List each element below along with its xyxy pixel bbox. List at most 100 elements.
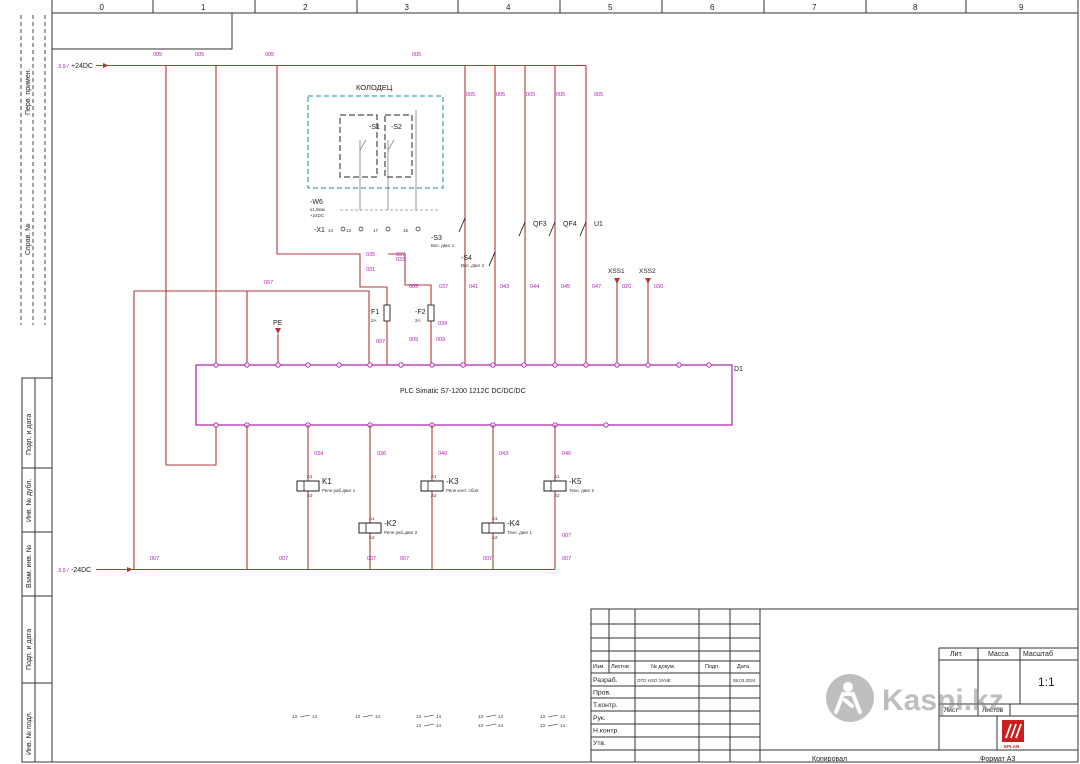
relay-coil (420, 480, 444, 492)
wire-number: 036 (377, 451, 386, 457)
mass-header: Масса (988, 651, 1009, 658)
margin-label-5: Подп. и дата (26, 629, 33, 670)
wire-number: 045 (561, 284, 570, 290)
wire-number: 007 (279, 556, 288, 562)
title-row-label: Н.контр. (593, 727, 619, 734)
switch-name: -S4 (461, 255, 472, 262)
scale-value: 1:1 (1038, 675, 1055, 689)
scale-header: Масштаб (1023, 650, 1053, 658)
plc-name: D1 (734, 366, 743, 373)
plc-block (195, 364, 733, 426)
wire-number: 007 (150, 556, 159, 562)
wire-number: 020 (622, 284, 631, 290)
sheets-label: Листов (982, 707, 1004, 714)
copied-label: Копировал (812, 756, 847, 763)
switch-desc: Вкл. двиг 1 (431, 243, 455, 248)
watermark-text: Kaspi.kz (882, 684, 1004, 717)
contact-ref: 13 (292, 714, 298, 719)
cable-spec2: +24DC (310, 213, 325, 218)
plc-pin-top (429, 362, 435, 368)
switch-contact (518, 221, 526, 237)
wire-number: 005 (195, 52, 204, 58)
column-number: 6 (710, 3, 715, 12)
plc-title: PLC Simatic S7-1200 1212C DC/DC/DC (400, 388, 526, 395)
column-number: 5 (608, 3, 613, 12)
coil-a1: A1 (554, 474, 560, 479)
contact-ref: 14 (436, 714, 442, 719)
plc-pin-top (676, 362, 682, 368)
wire-number: 005 (526, 92, 535, 98)
fuse-rating: 2A (371, 318, 377, 323)
wire-number: 005 (409, 284, 418, 290)
contact-ref: 14 (436, 723, 442, 728)
relay-desc: Реле раб.двиг 2 (384, 530, 418, 535)
coil-a2: A2 (492, 535, 498, 540)
column-number: 0 (100, 3, 105, 12)
fuse-symbol (383, 304, 391, 322)
column-number: 8 (913, 3, 918, 12)
eplan-logo-text: EPLAN (1004, 744, 1019, 749)
coil-a2: A2 (307, 493, 313, 498)
title-header-cell: Изм. (593, 664, 605, 670)
wire-number: 009 (409, 337, 418, 343)
column-number: 2 (303, 3, 308, 12)
wire-number: 007 (400, 556, 409, 562)
relay-name: -K4 (507, 519, 520, 528)
contact-ref: 13 (540, 723, 546, 728)
s1-label: -S1 (369, 124, 380, 131)
switch-contact (548, 221, 556, 237)
column-number: 3 (405, 3, 410, 12)
relay-name: -K5 (569, 477, 582, 486)
fuse-name: -F2 (415, 309, 426, 316)
relay-coil (481, 522, 505, 534)
wire-number: 033 (396, 257, 405, 263)
switch-contact (579, 221, 587, 237)
wire-number: 039 (438, 321, 447, 327)
terminal-pin-label: 13 (346, 228, 352, 233)
minus-ref: 3.9 / (58, 568, 69, 574)
switch-name: QF4 (563, 221, 577, 228)
coil-a2: A2 (554, 493, 560, 498)
terminal-pin-label: 16 (403, 228, 409, 233)
wire-number: 043 (499, 451, 508, 457)
contact-ref: 14 (498, 723, 504, 728)
column-number: 1 (201, 3, 206, 12)
wire-number: 005 (594, 92, 603, 98)
margin-label-6: Инв. № подл. (26, 711, 33, 755)
wire-number: 007 (367, 556, 376, 562)
plc-pin-top (706, 362, 712, 368)
sheet-label: Лист (944, 707, 958, 714)
switch-desc: Вкл. двиг 2 (461, 263, 485, 268)
margin-label-1: Справ. № (25, 223, 32, 255)
terminal-name: -X1 (314, 227, 325, 234)
plc-pin-top (398, 362, 404, 368)
relay-desc: Реле раб.двиг 1 (322, 488, 356, 493)
relay-desc: Техн. двиг 1 (507, 530, 533, 535)
coil-a1: A1 (492, 516, 498, 521)
wire-number: 037 (439, 284, 448, 290)
switch-contact (488, 251, 496, 267)
wire-number: 041 (469, 284, 478, 290)
plc-pin-top (367, 362, 373, 368)
developer-value: ОТО НЗО ЭУНЕ (637, 678, 671, 683)
plus-rail-label: +24DC (71, 63, 93, 70)
wire-number: 031 (366, 267, 375, 273)
plc-pin-top (244, 362, 250, 368)
margin-label-3: Инв. № дубл. (25, 479, 33, 522)
coil-a2: A2 (431, 493, 437, 498)
coil-a2: A2 (369, 535, 375, 540)
coil-a1: A1 (431, 474, 437, 479)
title-header-cell: № докум. (651, 664, 676, 670)
contact-ref: 14 (375, 714, 381, 719)
terminal-pin-label: 17 (373, 228, 379, 233)
title-row-label: Рук. (593, 715, 606, 722)
wire-number: 007 (562, 533, 571, 539)
wire-number: 005 (466, 92, 475, 98)
margin-label-0: Перв. примен. (25, 68, 32, 115)
fuse-name: F1 (371, 309, 379, 316)
